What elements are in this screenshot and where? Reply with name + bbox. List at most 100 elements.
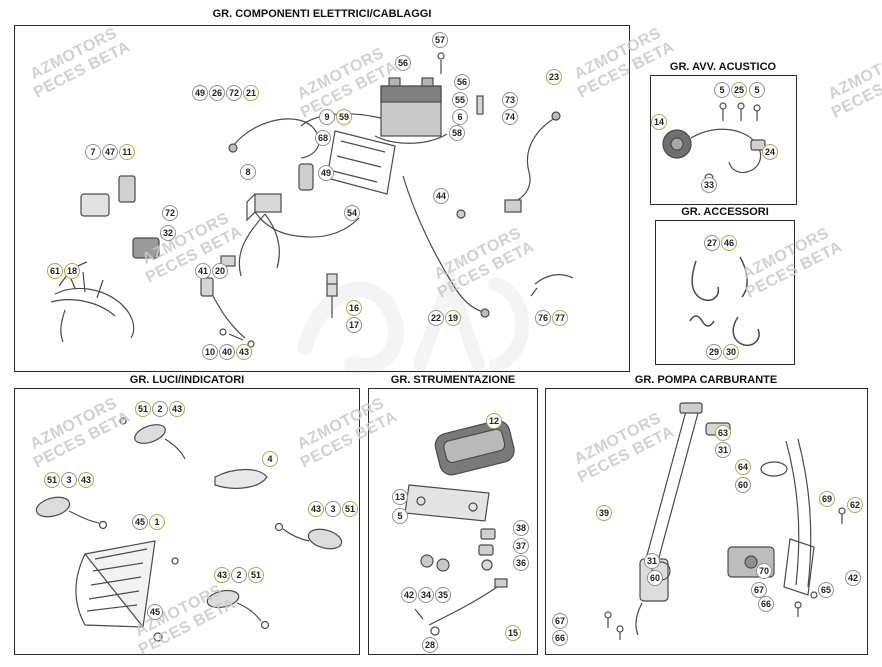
- callout-strumentazione-38: 38: [513, 520, 529, 536]
- callout-accessori-29: 29: [706, 344, 722, 360]
- callout-electrical-54: 54: [344, 205, 360, 221]
- callout-electrical-6: 6: [452, 109, 468, 125]
- callout-pompa-67: 67: [552, 613, 568, 629]
- callout-strumentazione-5: 5: [392, 508, 408, 524]
- callout-strumentazione-12: 12: [486, 413, 502, 429]
- callout-electrical-58: 58: [449, 125, 465, 141]
- callout-electrical-74: 74: [502, 109, 518, 125]
- callout-electrical-49: 49: [192, 85, 208, 101]
- callout-electrical-76: 76: [535, 310, 551, 326]
- callout-electrical-11: 11: [119, 144, 135, 160]
- callout-strumentazione-35: 35: [435, 587, 451, 603]
- callout-pompa-65: 65: [818, 582, 834, 598]
- callout-electrical-9: 9: [319, 109, 335, 125]
- callout-pompa-66: 66: [758, 596, 774, 612]
- center-ghost-watermark: [297, 261, 530, 374]
- callout-avv-acustico-5: 5: [714, 82, 730, 98]
- callout-electrical-17: 17: [346, 317, 362, 333]
- callout-pompa-69: 69: [819, 491, 835, 507]
- callout-pompa-31: 31: [644, 553, 660, 569]
- panel-avv-acustico: [650, 75, 797, 205]
- callout-pompa-39: 39: [596, 505, 612, 521]
- callout-electrical-59: 59: [336, 109, 352, 125]
- callout-avv-acustico-25: 25: [731, 82, 747, 98]
- panel-pompa: [545, 388, 868, 655]
- callout-electrical-61: 61: [47, 263, 63, 279]
- callout-strumentazione-42: 42: [401, 587, 417, 603]
- callout-pompa-42: 42: [845, 570, 861, 586]
- horn-parts-illustration: [662, 102, 766, 183]
- callout-accessori-30: 30: [723, 344, 739, 360]
- callout-electrical-19: 19: [445, 310, 461, 326]
- callout-electrical-23: 23: [546, 69, 562, 85]
- lights-parts-illustration: [35, 417, 343, 642]
- callout-luci-51: 51: [135, 401, 151, 417]
- callout-strumentazione-36: 36: [513, 555, 529, 571]
- callout-electrical-56: 56: [395, 55, 411, 71]
- callout-electrical-40: 40: [219, 344, 235, 360]
- callout-electrical-43: 43: [236, 344, 252, 360]
- panel-title-strumentazione: GR. STRUMENTAZIONE: [386, 374, 520, 386]
- callout-luci-3: 3: [325, 501, 341, 517]
- panel-luci: [14, 388, 360, 655]
- callout-avv-acustico-5: 5: [749, 82, 765, 98]
- panel-title-avv-acustico: GR. AVV. ACUSTICO: [665, 61, 781, 73]
- callout-strumentazione-37: 37: [513, 538, 529, 554]
- callout-luci-1: 1: [149, 514, 165, 530]
- callout-luci-45: 45: [132, 514, 148, 530]
- callout-electrical-18: 18: [64, 263, 80, 279]
- callout-electrical-47: 47: [102, 144, 118, 160]
- callout-luci-43: 43: [169, 401, 185, 417]
- callout-electrical-7: 7: [85, 144, 101, 160]
- panel-title-luci: GR. LUCI/INDICATORI: [125, 374, 249, 386]
- callout-avv-acustico-14: 14: [651, 114, 667, 130]
- panel-title-electrical: GR. COMPONENTI ELETTRICI/CABLAGGI: [208, 8, 436, 20]
- panel-accessori: [655, 220, 795, 365]
- callout-electrical-41: 41: [195, 263, 211, 279]
- callout-electrical-8: 8: [240, 164, 256, 180]
- panel-title-accessori: GR. ACCESSORI: [677, 206, 773, 218]
- callout-luci-2: 2: [152, 401, 168, 417]
- callout-strumentazione-28: 28: [422, 637, 438, 653]
- callout-electrical-20: 20: [212, 263, 228, 279]
- callout-strumentazione-15: 15: [505, 625, 521, 641]
- callout-electrical-77: 77: [552, 310, 568, 326]
- panel-electrical: [14, 25, 630, 372]
- callout-pompa-62: 62: [847, 497, 863, 513]
- callout-pompa-66: 66: [552, 630, 568, 646]
- callout-accessori-27: 27: [704, 235, 720, 251]
- callout-pompa-64: 64: [735, 459, 751, 475]
- callout-pompa-63: 63: [715, 425, 731, 441]
- callout-electrical-56: 56: [454, 74, 470, 90]
- fuel-pump-parts-illustration: [604, 402, 846, 640]
- callout-strumentazione-34: 34: [418, 587, 434, 603]
- callout-pompa-60: 60: [735, 477, 751, 493]
- callout-luci-43: 43: [78, 472, 94, 488]
- callout-avv-acustico-24: 24: [762, 144, 778, 160]
- callout-pompa-70: 70: [756, 563, 772, 579]
- callout-luci-3: 3: [61, 472, 77, 488]
- callout-electrical-57: 57: [432, 32, 448, 48]
- electrical-parts-illustration: [50, 52, 574, 348]
- callout-electrical-55: 55: [452, 92, 468, 108]
- callout-electrical-16: 16: [346, 300, 362, 316]
- callout-electrical-72: 72: [226, 85, 242, 101]
- callout-electrical-44: 44: [433, 188, 449, 204]
- callout-pompa-60: 60: [647, 570, 663, 586]
- callout-electrical-21: 21: [243, 85, 259, 101]
- callout-pompa-67: 67: [751, 582, 767, 598]
- callout-luci-51: 51: [248, 567, 264, 583]
- callout-electrical-22: 22: [428, 310, 444, 326]
